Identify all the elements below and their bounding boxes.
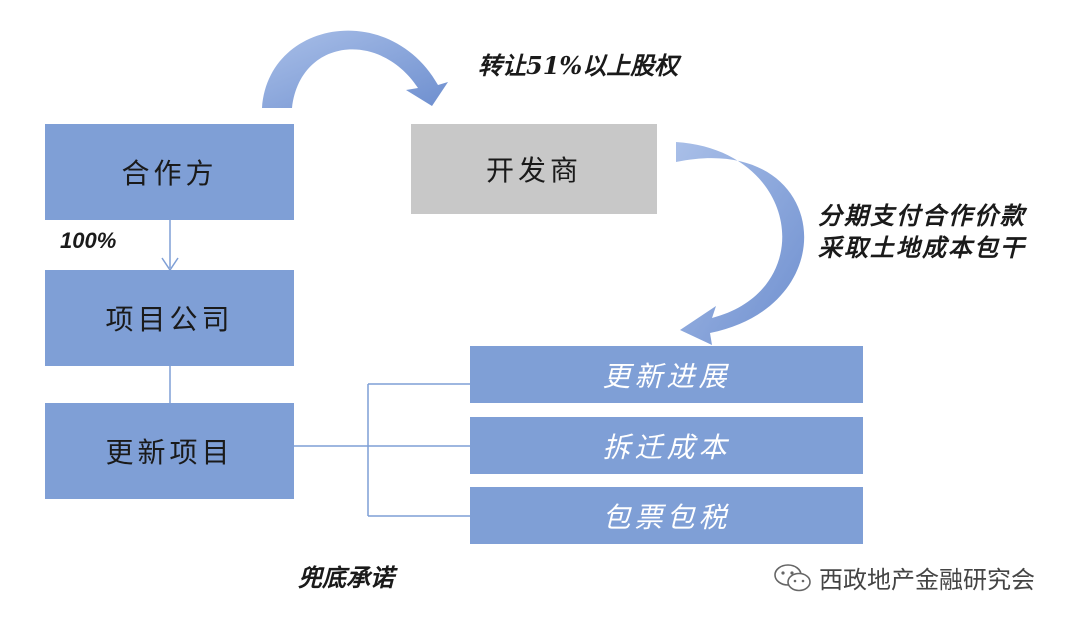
wechat-icon	[774, 563, 811, 591]
footer-text: 西政地产金融研究会	[819, 566, 1035, 594]
renewal-project-box: 更新项目	[45, 403, 294, 499]
right-item-label: 包票包税	[602, 500, 731, 534]
guarantee-label: 兜底承诺	[298, 563, 394, 592]
partner-box: 合作方	[45, 124, 294, 220]
percent-label: 100%	[60, 228, 117, 253]
partner-label: 合作方	[121, 157, 218, 190]
transfer-arrow	[262, 30, 448, 108]
transfer-label: 转让51%以上股权	[478, 51, 679, 80]
right-item-box: 更新进展	[470, 346, 863, 403]
right-item-label: 拆迁成本	[602, 430, 731, 464]
right-item-box: 包票包税	[470, 487, 863, 544]
project-company-label: 项目公司	[105, 303, 234, 336]
right-item-label: 更新进展	[602, 359, 731, 393]
developer-box: 开发商	[411, 124, 657, 214]
footer-watermark: 西政地产金融研究会	[773, 560, 1035, 595]
payment-arrow	[676, 142, 805, 345]
payment-label-line2: 采取土地成本包干	[818, 233, 1026, 262]
project-company-box: 项目公司	[45, 270, 294, 366]
renewal-project-label: 更新项目	[105, 436, 234, 469]
right-item-box: 拆迁成本	[470, 417, 863, 474]
developer-label: 开发商	[485, 154, 582, 187]
payment-label-line1: 分期支付合作价款	[818, 201, 1026, 230]
